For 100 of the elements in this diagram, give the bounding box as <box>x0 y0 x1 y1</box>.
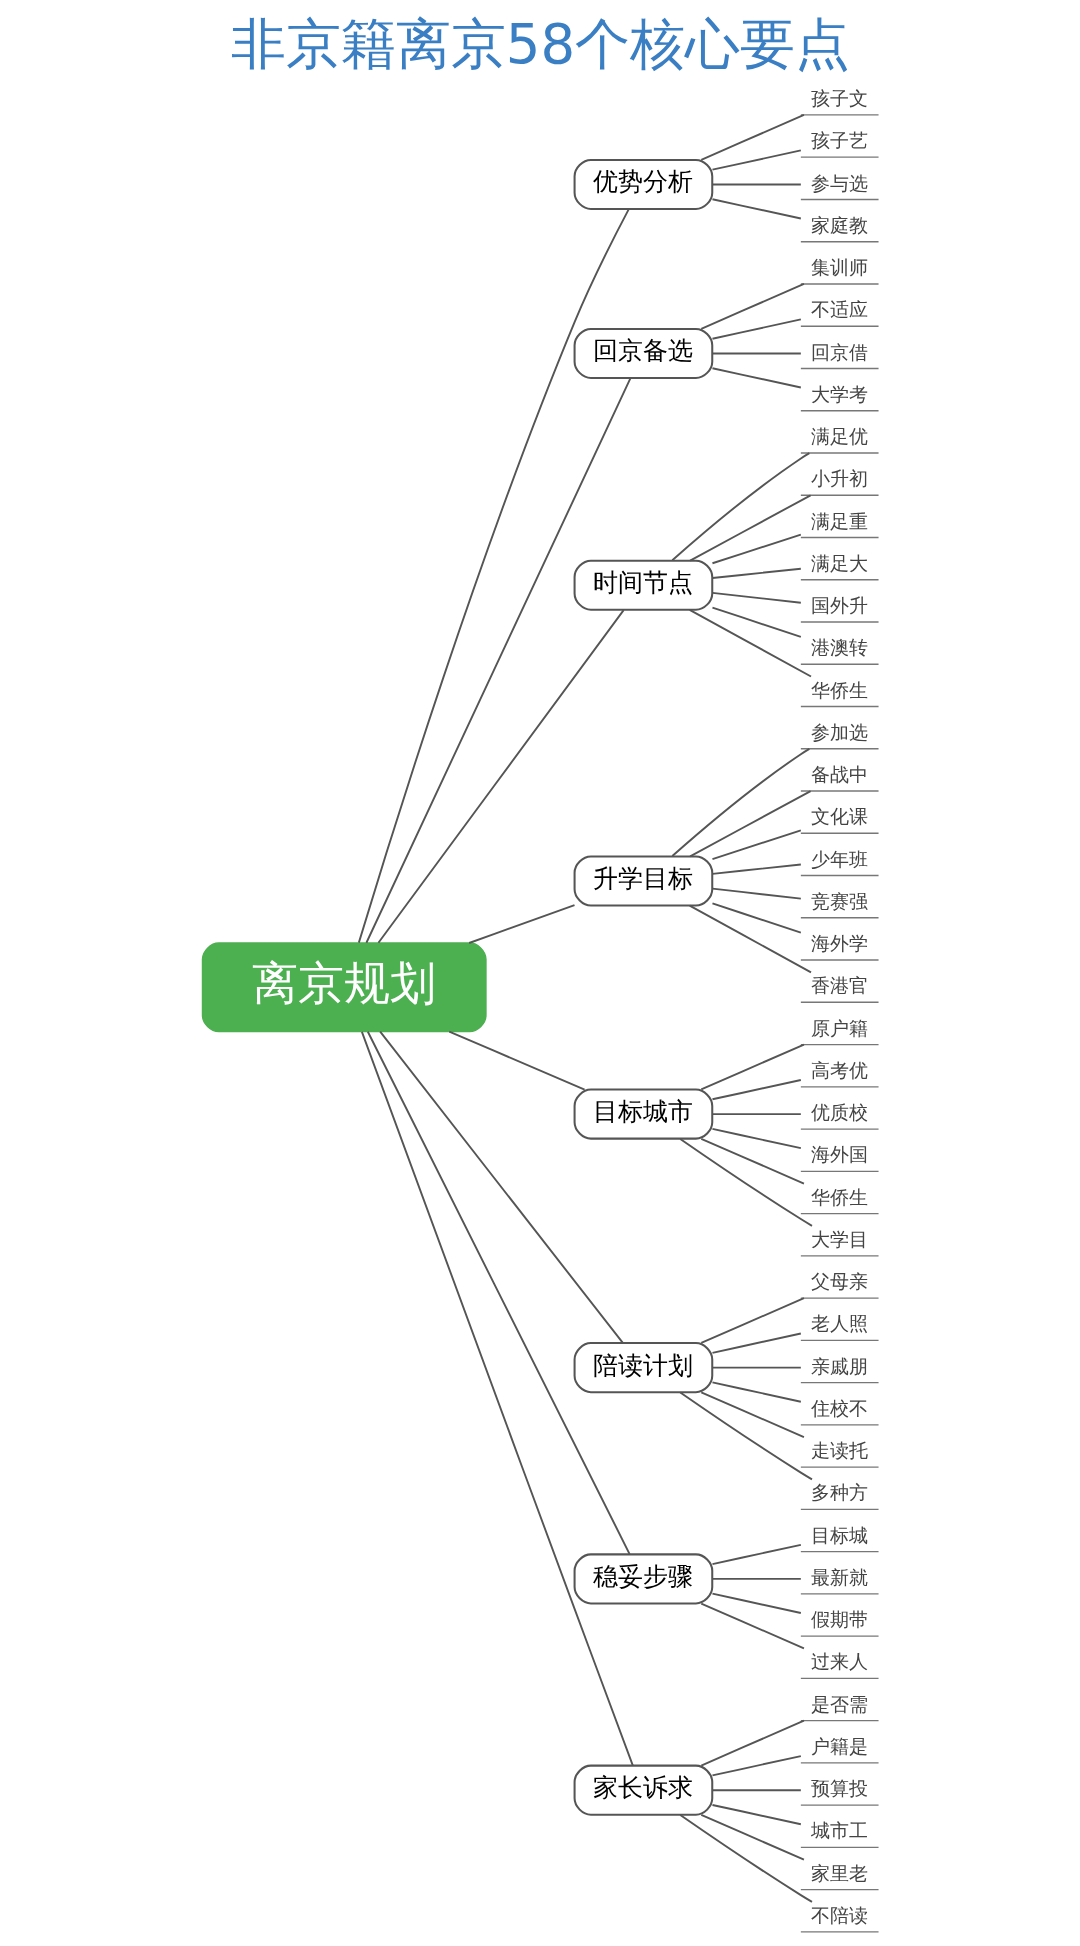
connector <box>366 1030 631 1555</box>
node-text: 满足重 <box>810 509 868 532</box>
connector <box>364 377 631 944</box>
node-text: 走读托 <box>810 1439 868 1462</box>
node-text: 大学目 <box>810 1227 868 1250</box>
connector <box>688 494 812 562</box>
connector <box>711 183 802 186</box>
connector <box>711 1381 802 1403</box>
connector <box>711 567 802 579</box>
node-text: 竞赛强 <box>810 889 868 912</box>
node-text: 华侨生 <box>810 1185 868 1208</box>
node-text: 是否需 <box>810 1692 868 1715</box>
node-text: 户籍是 <box>810 1734 868 1757</box>
connector <box>360 1030 634 1767</box>
node-text: 优质校 <box>810 1101 868 1124</box>
node-box: 陪读计划 <box>573 1342 713 1394</box>
connector <box>711 1592 802 1614</box>
connector <box>670 452 810 562</box>
connector <box>699 1719 805 1767</box>
node-text: 小升初 <box>810 467 868 490</box>
connector <box>711 863 802 875</box>
node-text: 华侨生 <box>810 678 868 701</box>
connector <box>711 533 802 565</box>
connector <box>699 1602 805 1650</box>
connector <box>678 1137 813 1227</box>
node-text: 不适应 <box>810 298 868 321</box>
node-box: 升学目标 <box>573 855 713 907</box>
node-text: 参加选 <box>810 720 868 743</box>
connector <box>357 208 630 944</box>
connector <box>711 1789 802 1792</box>
connector <box>711 1543 802 1566</box>
node-box: 家长诉求 <box>573 1764 713 1816</box>
node-text: 香港官 <box>810 974 868 997</box>
node-text: 海外学 <box>810 932 868 955</box>
connector <box>711 606 802 638</box>
node-text: 少年班 <box>810 847 868 870</box>
connector <box>711 1804 802 1826</box>
node-text: 集训师 <box>810 256 868 278</box>
node-text: 家庭教 <box>810 213 868 236</box>
connector <box>711 902 802 934</box>
node-text: 老人照 <box>810 1312 868 1335</box>
connector <box>711 1079 802 1101</box>
connector <box>711 1332 802 1354</box>
node-text: 高考优 <box>810 1058 868 1081</box>
connector <box>699 1043 805 1091</box>
node-text: 备战中 <box>810 763 868 786</box>
node-text: 海外国 <box>810 1143 868 1166</box>
diagram-title: 非京籍离京58个核心要点 <box>230 12 850 77</box>
node-text: 多种方 <box>810 1481 868 1504</box>
connector <box>378 1030 624 1344</box>
connector <box>467 904 575 944</box>
node-box: 优势分析 <box>573 158 713 210</box>
node-text: 最新就 <box>810 1565 868 1588</box>
node-text: 参与选 <box>810 171 868 194</box>
node-text: 父母亲 <box>810 1270 868 1293</box>
node-text: 亲戚朋 <box>810 1354 868 1377</box>
connector <box>699 114 805 161</box>
node-text: 大学考 <box>810 382 868 405</box>
connector <box>688 790 812 858</box>
node-text: 港澳转 <box>810 636 868 659</box>
node-text: 原户籍 <box>810 1016 868 1039</box>
connector <box>699 1137 805 1185</box>
connector <box>447 1030 586 1091</box>
node-text: 满足优 <box>810 425 868 448</box>
connector <box>711 591 802 604</box>
node-text: 不陪读 <box>810 1903 868 1926</box>
node-text: 住校不 <box>810 1396 868 1419</box>
node-text: 回京借 <box>810 340 868 363</box>
connector <box>711 352 802 355</box>
node-box: 时间节点 <box>573 559 713 611</box>
node-text: 城市工 <box>810 1819 868 1842</box>
node-text: 满足大 <box>810 551 868 574</box>
connector <box>711 318 802 340</box>
node-text: 目标城 <box>810 1523 868 1546</box>
node-text: 假期带 <box>810 1608 868 1631</box>
node-text: 孩子艺 <box>810 129 868 152</box>
connector <box>711 1127 802 1150</box>
connector <box>688 904 812 974</box>
node-box: 稳妥步骤 <box>573 1553 713 1605</box>
connector <box>377 609 625 944</box>
node-box: 离京规划 <box>201 942 487 1033</box>
connector <box>688 608 812 678</box>
connector <box>711 829 802 860</box>
node-text: 家里老 <box>810 1861 868 1884</box>
connector <box>699 1813 805 1861</box>
connector <box>711 367 802 389</box>
connector <box>699 283 805 330</box>
connector <box>711 1577 802 1580</box>
connector <box>711 887 802 900</box>
connector <box>711 1113 802 1116</box>
node-text: 文化课 <box>810 805 868 828</box>
connector <box>670 747 810 857</box>
connector <box>678 1391 813 1481</box>
connector <box>711 149 802 171</box>
connector <box>699 1391 805 1439</box>
node-text: 国外升 <box>810 594 868 617</box>
node-box: 目标城市 <box>573 1088 713 1140</box>
connector <box>678 1814 813 1903</box>
node-text: 过来人 <box>810 1650 868 1673</box>
connector <box>699 1297 805 1344</box>
